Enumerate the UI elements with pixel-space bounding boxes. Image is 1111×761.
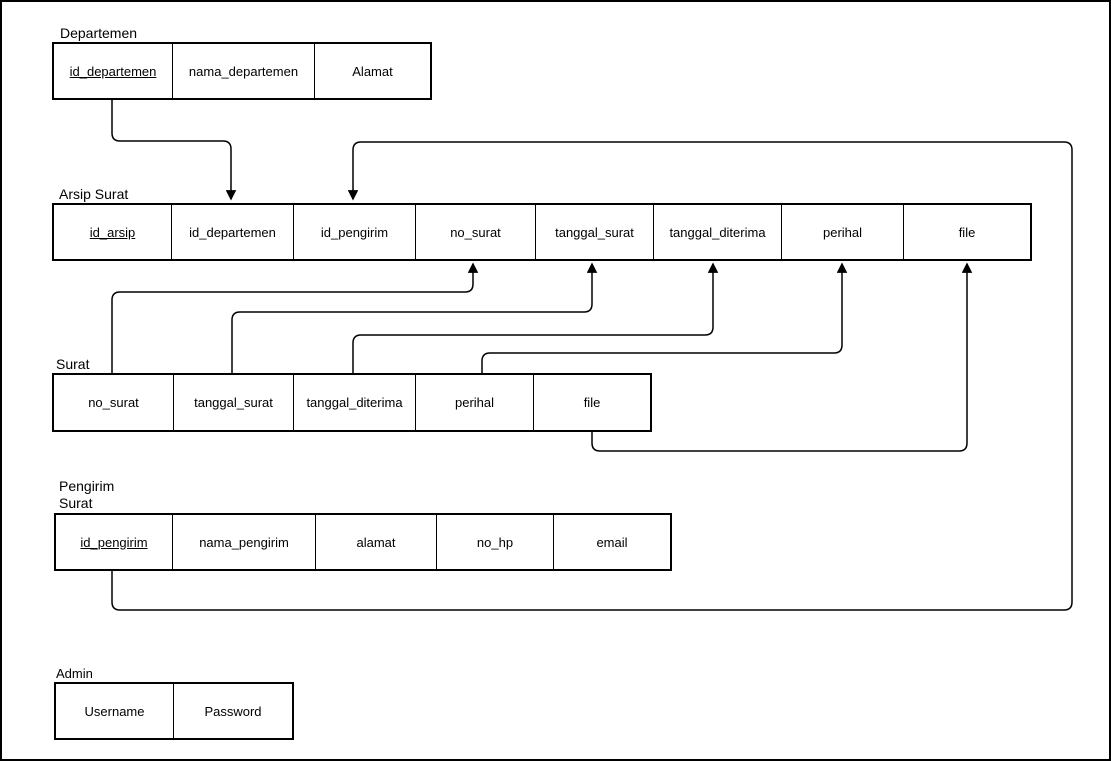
cell-pengirim-no_hp: no_hp xyxy=(436,515,553,569)
connector-departemen-id_departemen-to-arsip xyxy=(111,100,237,201)
table-label-surat: Surat xyxy=(56,356,90,372)
cell-pengirim-email: email xyxy=(553,515,670,569)
cell-arsip-id_pengirim: id_pengirim xyxy=(293,205,415,259)
cell-arsip-tanggal_surat: tanggal_surat xyxy=(535,205,653,259)
connector-surat-no_surat-to-arsip xyxy=(111,262,479,373)
cell-arsip-no_surat: no_surat xyxy=(415,205,535,259)
cell-pengirim-nama_pengirim: nama_pengirim xyxy=(172,515,315,569)
connector-surat-tanggal_diterima-to-arsip xyxy=(352,262,719,373)
cell-arsip-id_departemen: id_departemen xyxy=(171,205,293,259)
table-label-departemen: Departemen xyxy=(60,25,138,41)
cell-surat-perihal: perihal xyxy=(415,375,533,430)
table-departemen: Departemen id_departemen nama_departemen… xyxy=(52,25,432,100)
cell-surat-file: file xyxy=(533,375,650,430)
cell-surat-no_surat: no_surat xyxy=(54,375,173,430)
cell-arsip-perihal: perihal xyxy=(781,205,903,259)
cell-departemen-alamat: Alamat xyxy=(314,44,430,98)
cell-surat-tanggal_surat: tanggal_surat xyxy=(173,375,293,430)
cell-admin-password: Password xyxy=(173,684,292,738)
table-surat: Surat no_surat tanggal_surat tanggal_dit… xyxy=(52,356,652,432)
table-pengirim-surat: Pengirim Surat id_pengirim nama_pengirim… xyxy=(54,478,672,571)
connector-surat-tanggal_surat-to-arsip xyxy=(231,262,598,373)
table-arsip-surat: Arsip Surat id_arsip id_departemen id_pe… xyxy=(52,186,1032,261)
table-label-admin: Admin xyxy=(56,666,93,681)
cell-pengirim-alamat: alamat xyxy=(315,515,436,569)
cell-arsip-id_arsip: id_arsip xyxy=(54,205,171,259)
cell-surat-tanggal_diterima: tanggal_diterima xyxy=(293,375,415,430)
cell-departemen-id_departemen: id_departemen xyxy=(54,44,172,98)
cell-departemen-nama_departemen: nama_departemen xyxy=(172,44,314,98)
cell-arsip-file: file xyxy=(903,205,1030,259)
cell-arsip-tanggal_diterima: tanggal_diterima xyxy=(653,205,781,259)
connector-surat-perihal-to-arsip xyxy=(481,262,848,373)
cell-pengirim-id_pengirim: id_pengirim xyxy=(56,515,172,569)
table-label-pengirim-surat: Pengirim Surat xyxy=(59,478,115,511)
table-admin: Admin Username Password xyxy=(54,666,294,740)
table-label-arsip-surat: Arsip Surat xyxy=(59,186,129,202)
cell-admin-username: Username xyxy=(56,684,173,738)
